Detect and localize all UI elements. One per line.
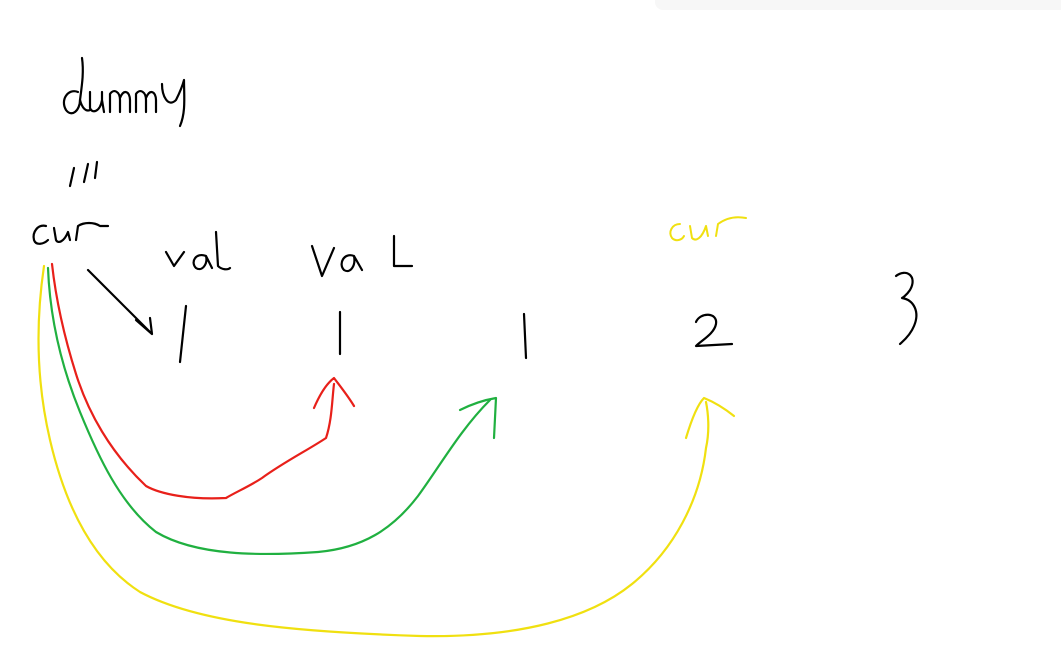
yellow-arrow — [37, 264, 736, 638]
label-val-2 — [310, 234, 414, 278]
label-equals — [68, 160, 99, 188]
green-arrow — [46, 266, 498, 556]
node-3 — [894, 271, 918, 346]
label-val-1 — [164, 230, 232, 271]
red-arrow — [50, 262, 356, 500]
label-dummy — [62, 56, 186, 128]
node-1c — [522, 312, 528, 360]
label-cur-yellow — [669, 216, 747, 242]
top-bar — [655, 0, 1061, 10]
black-arrow — [86, 268, 154, 336]
node-1a — [178, 304, 188, 364]
node-2 — [694, 313, 734, 348]
label-cur — [32, 221, 110, 245]
